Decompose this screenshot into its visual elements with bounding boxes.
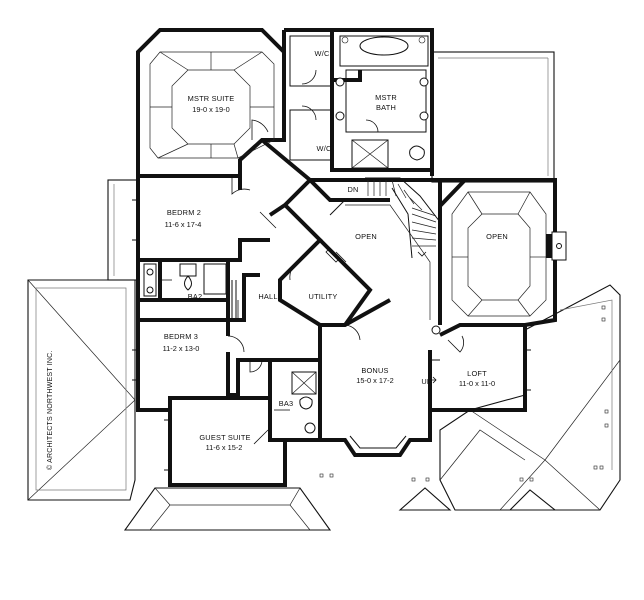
roof-top-right	[431, 51, 555, 183]
guest-suite-room	[164, 398, 269, 471]
wic-bottom-label: W/C	[317, 144, 332, 153]
guest-suite-label: GUEST SUITE	[199, 433, 250, 442]
utility-label: UTILITY	[309, 292, 338, 301]
roof-vents	[319, 305, 609, 482]
mstr-suite-size: 19-0 x 19-0	[192, 105, 229, 114]
copyright-block: © ARCHITECTS NORTHWEST INC.	[46, 350, 54, 470]
mstr-suite-room	[138, 29, 286, 178]
stair-up-label: UP	[421, 377, 432, 386]
bonus-room	[344, 324, 464, 449]
guest-suite-size: 11-6 x 15-2	[206, 443, 243, 452]
bedrm3-room	[132, 318, 272, 398]
bedrm2-label: BEDRM 2	[167, 208, 201, 217]
roof-right	[398, 284, 621, 511]
room-labels: MSTR SUITE 19-0 x 19-0 W/C W/C MSTR BATH…	[163, 49, 508, 452]
roof-top-left	[107, 179, 139, 281]
mstr-suite-label: MSTR SUITE	[188, 94, 235, 103]
roof-left	[27, 279, 136, 501]
ba2-label: BA2	[188, 292, 203, 301]
up-arrow-icon	[430, 376, 437, 384]
open-right-label: OPEN	[486, 232, 508, 241]
ba3-room	[268, 358, 320, 442]
mstr-bath-area	[289, 30, 432, 172]
copyright-text: © ARCHITECTS NORTHWEST INC.	[46, 350, 54, 470]
mstr-bath-label-2: BATH	[376, 103, 396, 112]
stair-dn-label: DN	[347, 185, 358, 194]
open-to-below-left	[329, 199, 431, 320]
open-to-below-right	[438, 178, 567, 325]
mstr-bath-label: MSTR	[375, 93, 397, 102]
bedrm2-size: 11-6 x 17-4	[165, 220, 202, 229]
ba2-room	[138, 260, 230, 302]
bedrm3-label: BEDRM 3	[164, 332, 198, 341]
bedrm3-size: 11-2 x 13-0	[163, 344, 200, 353]
loft-label: LOFT	[467, 369, 487, 378]
wic-top-label: W/C	[315, 49, 330, 58]
roof-bottom-left	[123, 487, 332, 531]
hall-utility	[226, 203, 373, 353]
ba3-label: BA3	[279, 399, 294, 408]
loft-room	[430, 349, 531, 391]
hall-label: HALL	[258, 292, 277, 301]
stair-down	[308, 177, 441, 259]
bedrm2-room	[132, 138, 313, 262]
bonus-label: BONUS	[361, 366, 388, 375]
open-left-label: OPEN	[355, 232, 377, 241]
bonus-size: 15-0 x 17-2	[356, 376, 393, 385]
loft-size: 11-0 x 11-0	[459, 379, 495, 388]
